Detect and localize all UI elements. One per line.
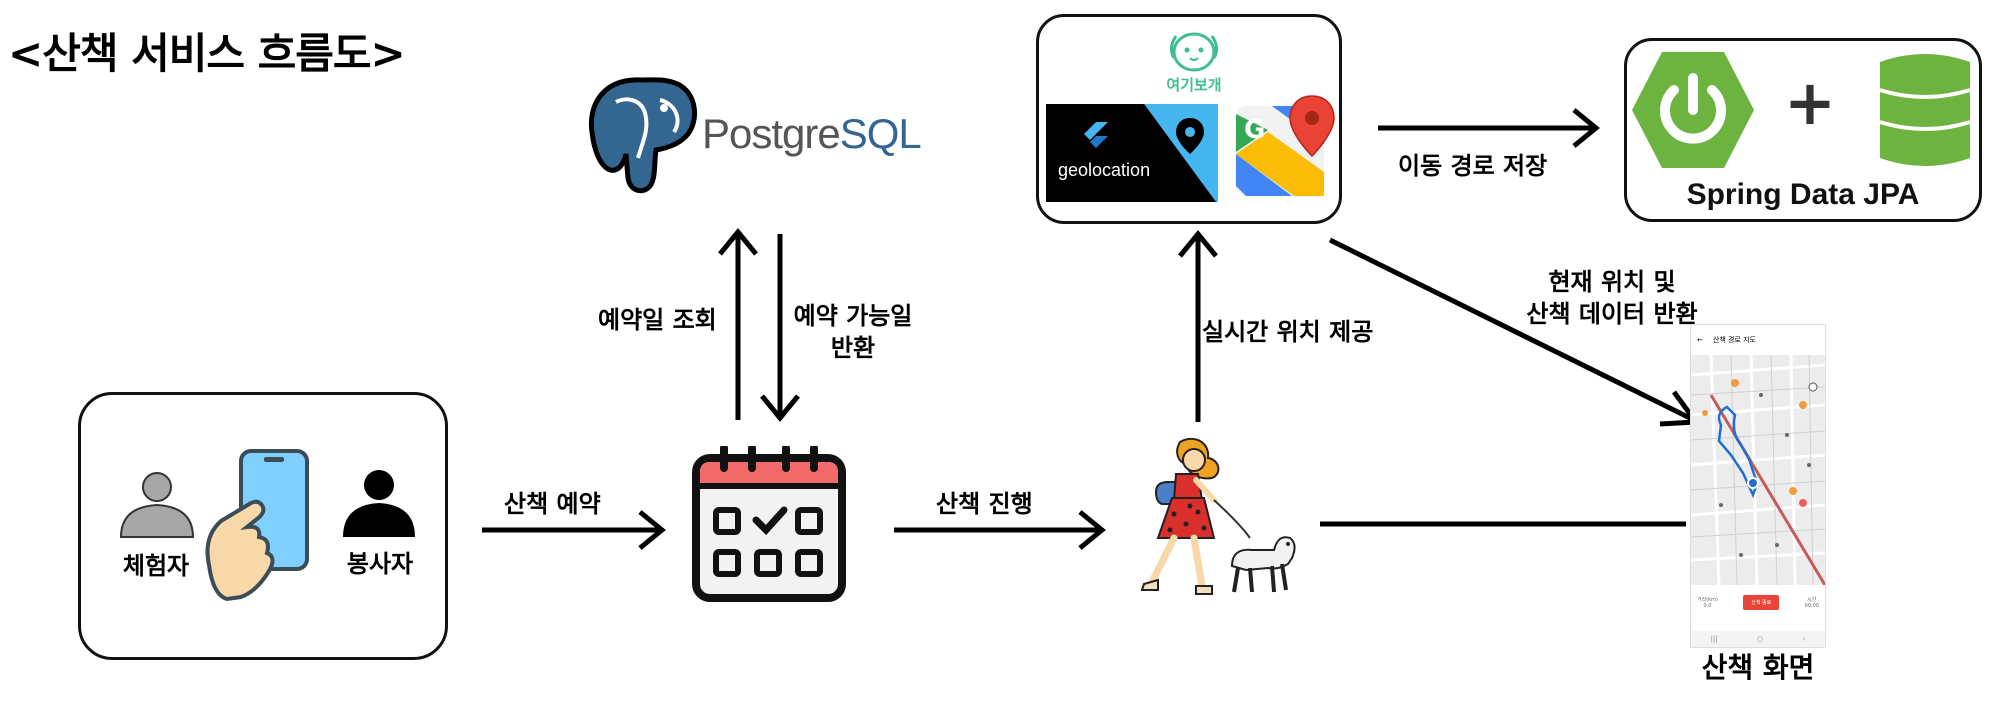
volunteer-label: 봉사자 [346,550,414,578]
distance-stat: 거리(km) 0.0 [1697,596,1718,609]
brand-label: 여기보개 [1166,76,1222,94]
return-available-label: 예약 가능일 반환 [788,300,918,364]
time-stat-value: 00:00 [1804,603,1819,609]
database-icon [1879,54,1971,166]
walk-screen-caption: 산책 화면 [1701,651,1815,684]
home-icon[interactable]: ○ [1757,635,1764,643]
recents-icon[interactable]: ||| [1710,635,1718,643]
spring-label: Spring Data JPA [1686,178,1920,211]
return-available-line2: 반환 [830,334,876,362]
line-walker-screen [1320,521,1686,527]
arrows-db [718,228,800,422]
walk-screen: ← 산책 경로 지도 거리(km) 0.0 산 [1690,324,1826,648]
experiencer-person-icon [119,472,195,538]
end-walk-button[interactable]: 산책 종료 [1743,595,1780,610]
walk-reservation-label: 산책 예약 [504,490,601,518]
back-icon[interactable]: ‹ [1802,635,1806,643]
dog-icon [1230,536,1296,593]
arrow-reservation [482,510,666,550]
arrow-progress [894,510,1106,550]
flutter-logo-icon [1084,122,1108,148]
svg-text:G: G [1244,115,1265,145]
save-route-label: 이동 경로 저장 [1398,152,1548,180]
users-illustration [119,449,415,602]
flutter-geolocation-tile [1046,104,1218,202]
return-available-line1: 예약 가능일 [793,302,913,330]
distance-stat-value: 0.0 [1703,603,1712,609]
screen-footer: 거리(km) 0.0 산책 종료 시간 00:00 [1691,585,1825,620]
distance-stat-label: 거리(km) [1697,597,1718,603]
time-stat-label: 시간 [1807,597,1817,603]
check-dates-label: 예약일 조회 [598,306,717,334]
screen-header: ← 산책 경로 지도 [1691,325,1825,355]
calendar-icon [692,446,846,602]
volunteer-person-icon [343,470,415,537]
phone-in-hand-icon [205,449,309,602]
arrow-save-route [1378,108,1600,148]
back-arrow-icon[interactable]: ← [1697,336,1703,344]
return-data-label: 현재 위치 및 산책 데이터 반환 [1512,266,1712,330]
realtime-location-label: 실시간 위치 제공 [1202,318,1374,346]
sql-text: SQL [839,110,922,157]
google-maps-icon: G [1236,95,1335,196]
time-stat: 시간 00:00 [1805,596,1819,609]
postgresql-wordmark: PostgreSQL [702,110,922,158]
route-map[interactable] [1691,355,1825,585]
postgresql-elephant-icon [588,77,698,194]
walk-progress-label: 산책 진행 [936,490,1033,518]
walker-with-dog-icon [1140,437,1296,595]
return-data-line2: 산책 데이터 반환 [1526,300,1698,328]
mascot-dog-icon [1169,32,1219,72]
arrow-return-data [1328,237,1701,427]
experiencer-label: 체험자 [122,552,190,580]
android-nav-bar: ||| ○ ‹ [1691,631,1825,647]
user-box [78,392,448,660]
postgres-text: Postgre [702,110,841,157]
screen-header-title: 산책 경로 지도 [1712,336,1756,344]
return-data-line1: 현재 위치 및 [1548,268,1676,296]
geolocation-label: geolocation [1058,160,1151,180]
page-title: <산책 서비스 흐름도> [8,29,406,78]
spring-boot-icon [1632,52,1754,168]
arrow-realtime [1178,230,1218,422]
plus-sign: + [1784,66,1836,139]
